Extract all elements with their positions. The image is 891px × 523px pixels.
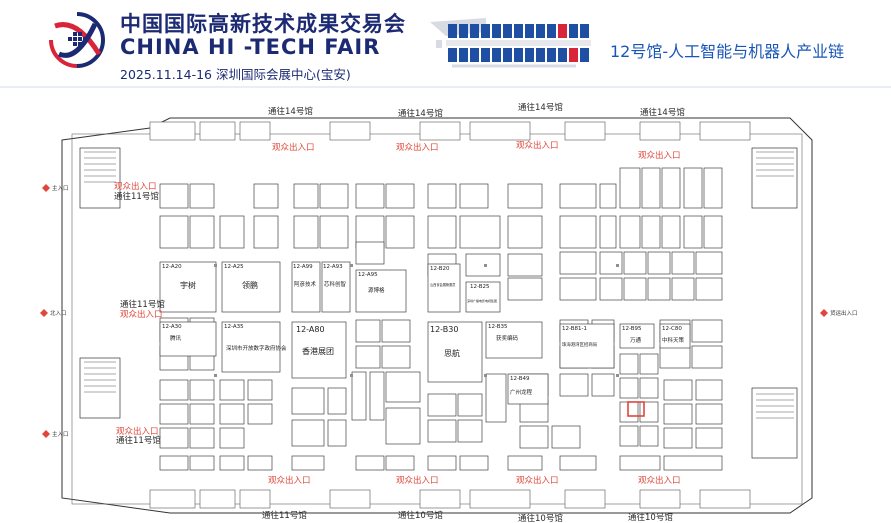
passage-label: 通往10号馆: [628, 512, 673, 523]
svg-text:阿彦技术: 阿彦技术: [294, 280, 317, 288]
venue-minimap: [430, 18, 591, 68]
svg-text:12-A25: 12-A25: [224, 264, 244, 270]
passage-label: 通往14号馆: [640, 107, 685, 118]
booth-12-A20[interactable]: 12-A20 宇树: [159, 261, 217, 313]
svg-text:获奖编码: 获奖编码: [496, 334, 519, 342]
audience-exit-label: 观众出入口: [396, 142, 439, 153]
svg-text:宇树: 宇树: [180, 280, 196, 290]
audience-exit-label: 观众出入口: [114, 181, 157, 192]
svg-text:12-A80: 12-A80: [296, 325, 325, 334]
booth-12-A35[interactable]: 12-A35 深圳市开放数字政府协会: [221, 321, 287, 373]
booth-12-B49[interactable]: 12-B49 广州龙程: [507, 373, 549, 405]
svg-text:12-C80: 12-C80: [662, 326, 682, 332]
booth-12-B35[interactable]: 12-B35 获奖编码: [485, 321, 543, 359]
passage-label: 通往11号馆: [114, 191, 159, 202]
svg-text:香港展团: 香港展团: [302, 346, 334, 356]
passage-label: 通往11号馆: [120, 299, 165, 310]
svg-text:深圳广播电影电视集团: 深圳广播电影电视集团: [467, 298, 497, 303]
svg-text:广州龙程: 广州龙程: [510, 388, 533, 396]
main-entrance-left-2[interactable]: 北入口: [40, 309, 67, 317]
audience-exit-label: 观众出入口: [120, 309, 163, 320]
svg-text:中科天策: 中科天策: [662, 336, 685, 344]
svg-text:12-B81-1: 12-B81-1: [562, 326, 587, 332]
svg-text:领鹏: 领鹏: [242, 280, 258, 290]
svg-text:12-B30: 12-B30: [430, 325, 458, 334]
svg-text:12-A95: 12-A95: [358, 272, 378, 278]
china-hi-tech-fair-logo-icon: [49, 12, 105, 68]
svg-text:主入口: 主入口: [52, 430, 69, 438]
svg-text:12-A93: 12-A93: [323, 264, 343, 270]
top-corridor-buildings: [149, 121, 751, 509]
booth-12-A95[interactable]: 12-A95 源博格: [355, 269, 407, 313]
booth-12-B20[interactable]: 12-B20 山西省会展管委员: [427, 263, 461, 313]
audience-exit-label: 观众出入口: [516, 475, 559, 486]
fair-title-chinese: 中国国际高新技术成果交易会: [120, 12, 406, 36]
column-markers: [214, 264, 619, 377]
svg-text:12-B35: 12-B35: [488, 324, 508, 330]
svg-text:货运出入口: 货运出入口: [830, 309, 858, 317]
svg-text:思航: 思航: [444, 348, 460, 358]
main-entrance-left-3[interactable]: 主入口: [42, 430, 69, 438]
booth-12-C80[interactable]: 12-C80 中科天策: [659, 323, 691, 349]
svg-text:12-B20: 12-B20: [430, 266, 450, 272]
booth-12-A25[interactable]: 12-A25 领鹏: [221, 261, 281, 313]
header: 中国国际高新技术成果交易会 CHINA HI -TECH FAIR 2025.1…: [0, 0, 891, 88]
passage-label: 通往14号馆: [518, 102, 563, 113]
passage-label: 通往11号馆: [116, 435, 161, 446]
header-divider: [0, 86, 891, 88]
booth-grid: [159, 167, 723, 471]
audience-exit-label: 观众出入口: [638, 150, 681, 161]
fair-title-english: CHINA HI -TECH FAIR: [120, 35, 381, 59]
audience-exit-label: 观众出入口: [272, 142, 315, 153]
passage-label: 通往14号馆: [398, 108, 443, 119]
svg-text:源博格: 源博格: [368, 286, 385, 294]
booth-12-B25[interactable]: 12-B25 深圳广播电影电视集团: [465, 281, 501, 313]
fair-date-venue: 2025.11.14-16 深圳国际会展中心(宝安): [120, 67, 351, 82]
svg-text:12-A35: 12-A35: [224, 324, 244, 330]
minimap-current-halls: [558, 24, 578, 62]
svg-text:12-B95: 12-B95: [622, 326, 642, 332]
svg-text:12-A20: 12-A20: [162, 264, 182, 270]
booth-12-A80[interactable]: 12-A80 香港展团: [291, 321, 347, 379]
svg-text:芯科创智: 芯科创智: [324, 280, 346, 288]
svg-text:12-A99: 12-A99: [293, 264, 313, 270]
svg-text:12-B49: 12-B49: [510, 376, 530, 382]
main-entrance-left-1[interactable]: 主入口: [42, 184, 69, 192]
highlighted-booth[interactable]: [627, 401, 645, 417]
audience-exit-label: 观众出入口: [268, 475, 311, 486]
audience-exit-label: 观众出入口: [396, 475, 439, 486]
svg-text:深圳市开放数字政府协会: 深圳市开放数字政府协会: [226, 344, 287, 352]
booth-12-B30[interactable]: 12-B30 思航: [427, 321, 483, 383]
svg-text:北入口: 北入口: [50, 309, 67, 317]
svg-text:12-B25: 12-B25: [470, 284, 490, 290]
audience-exit-label: 观众出入口: [638, 475, 681, 486]
svg-text:主入口: 主入口: [52, 184, 69, 192]
svg-text:山西省会展管委员: 山西省会展管委员: [430, 282, 456, 287]
passage-label: 通往14号馆: [268, 106, 313, 117]
svg-text:珠海港湾区招商局: 珠海港湾区招商局: [562, 341, 597, 348]
stair-hatching: [84, 151, 794, 419]
hall-title: 12号馆-人工智能与机器人产业链: [610, 42, 845, 61]
cargo-entrance-right[interactable]: 货运出入口: [820, 309, 858, 317]
hall-12-floor-plan: 12-A20 宇树 12-A25 领鹏 12-A99 阿彦技术 12-A93 芯…: [40, 102, 858, 523]
booth-12-B81-1[interactable]: 12-B81-1 珠海港湾区招商局: [559, 323, 615, 369]
svg-text:12-A30: 12-A30: [162, 324, 182, 330]
audience-exit-label: 观众出入口: [116, 426, 159, 437]
booth-12-A30[interactable]: 12-A30 腾讯: [159, 321, 217, 357]
booth-12-A93[interactable]: 12-A93 芯科创智: [321, 261, 351, 313]
booth-12-B95[interactable]: 12-B95 万通: [619, 323, 655, 349]
svg-text:万通: 万通: [630, 336, 642, 344]
passage-label: 通往10号馆: [518, 513, 563, 523]
minimap-hall-blocks: [448, 24, 589, 62]
passage-label: 通往11号馆: [262, 510, 307, 521]
booth-12-A99[interactable]: 12-A99 阿彦技术: [291, 261, 321, 313]
passage-label: 通往10号馆: [398, 510, 443, 521]
audience-exit-label: 观众出入口: [516, 140, 559, 151]
svg-text:腾讯: 腾讯: [170, 334, 182, 342]
